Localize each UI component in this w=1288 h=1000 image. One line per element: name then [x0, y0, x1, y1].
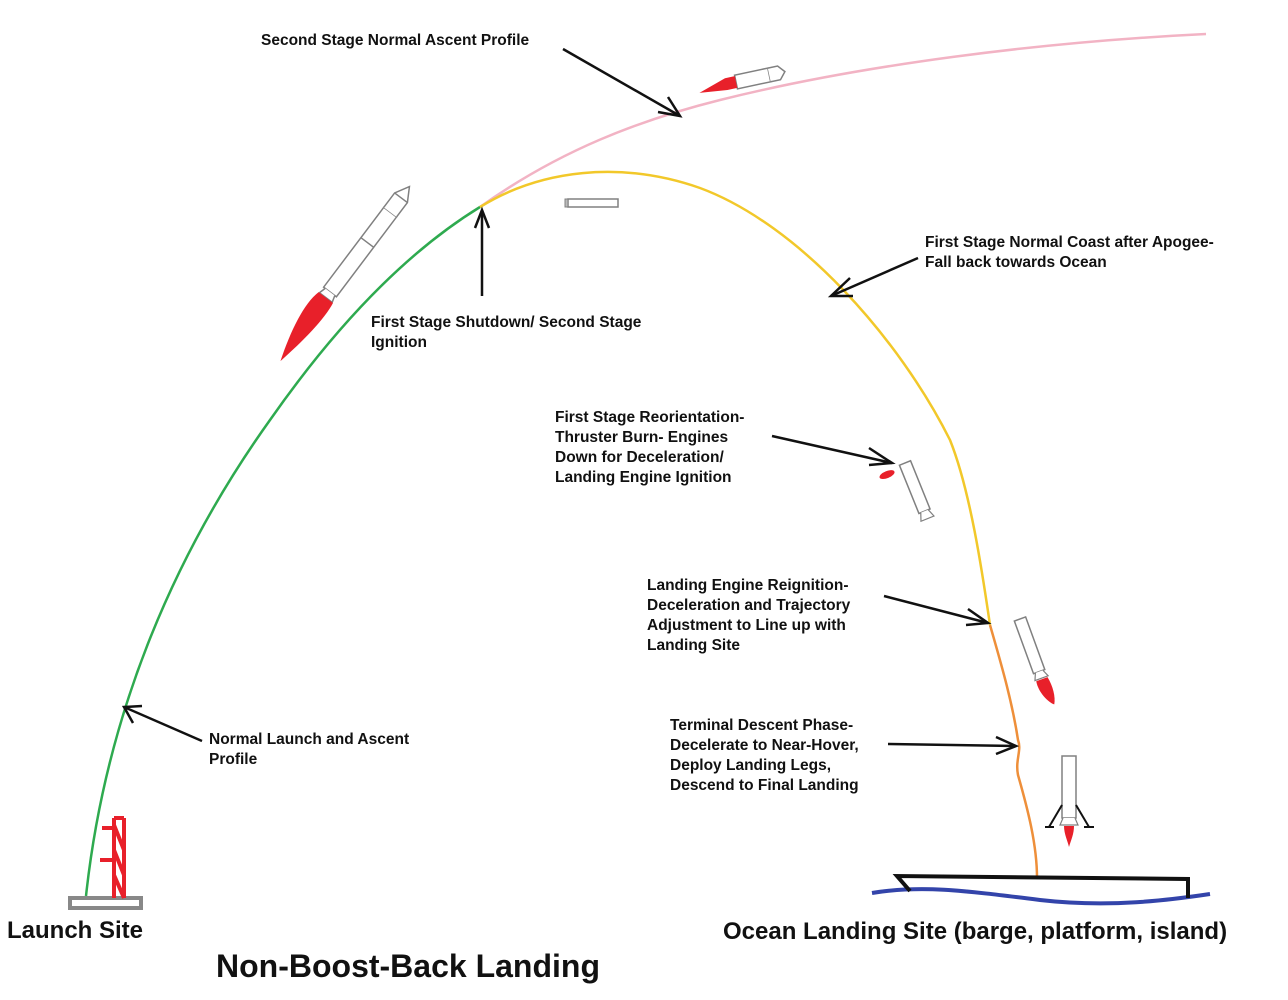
launch-pad [68, 896, 143, 910]
arrow-second-stage-ascent [562, 47, 683, 118]
separated-first-stage-icon [564, 198, 619, 208]
label-launch-ascent: Normal Launch and Ascent Profile [209, 731, 410, 768]
landing-barge [892, 873, 1190, 898]
arrow-reignition [883, 594, 992, 627]
coast-path [479, 170, 992, 626]
arrow-terminal [887, 735, 1020, 756]
second-stage-ascent-path [479, 32, 1207, 209]
label-reignition: Landing Engine Reignition- Deceleration … [647, 577, 851, 654]
diagram-title: Non-Boost-Back Landing [216, 948, 600, 984]
second-stage-rocket-icon [699, 65, 786, 93]
ocean-surface [871, 887, 1211, 906]
reorienting-first-stage-icon [879, 459, 935, 523]
label-coast: First Stage Normal Coast after Apogee- F… [925, 234, 1214, 271]
landing-stage-with-legs-icon [1045, 755, 1094, 847]
arrow-reorientation [771, 434, 896, 467]
launch-site-label: Launch Site [7, 917, 144, 944]
launch-tower [100, 816, 126, 899]
arrow-coast [827, 256, 919, 298]
label-stage-separation: First Stage Shutdown/ Second Stage Ignit… [371, 314, 642, 351]
label-second-stage-ascent: Second Stage Normal Ascent Profile [261, 32, 530, 49]
arrow-launch-ascent [121, 704, 203, 743]
label-reorientation: First Stage Reorientation- Thruster Burn… [555, 409, 745, 486]
label-terminal-descent: Terminal Descent Phase- Decelerate to Ne… [670, 717, 859, 794]
landing-burn-path [988, 624, 1039, 879]
launch-ascent-path [84, 205, 481, 897]
full-stack-rocket-icon [280, 185, 411, 362]
arrow-stage-separation [473, 206, 491, 296]
landing-burn-stage-icon [1013, 615, 1055, 705]
landing-site-label: Ocean Landing Site (barge, platform, isl… [723, 918, 1228, 945]
